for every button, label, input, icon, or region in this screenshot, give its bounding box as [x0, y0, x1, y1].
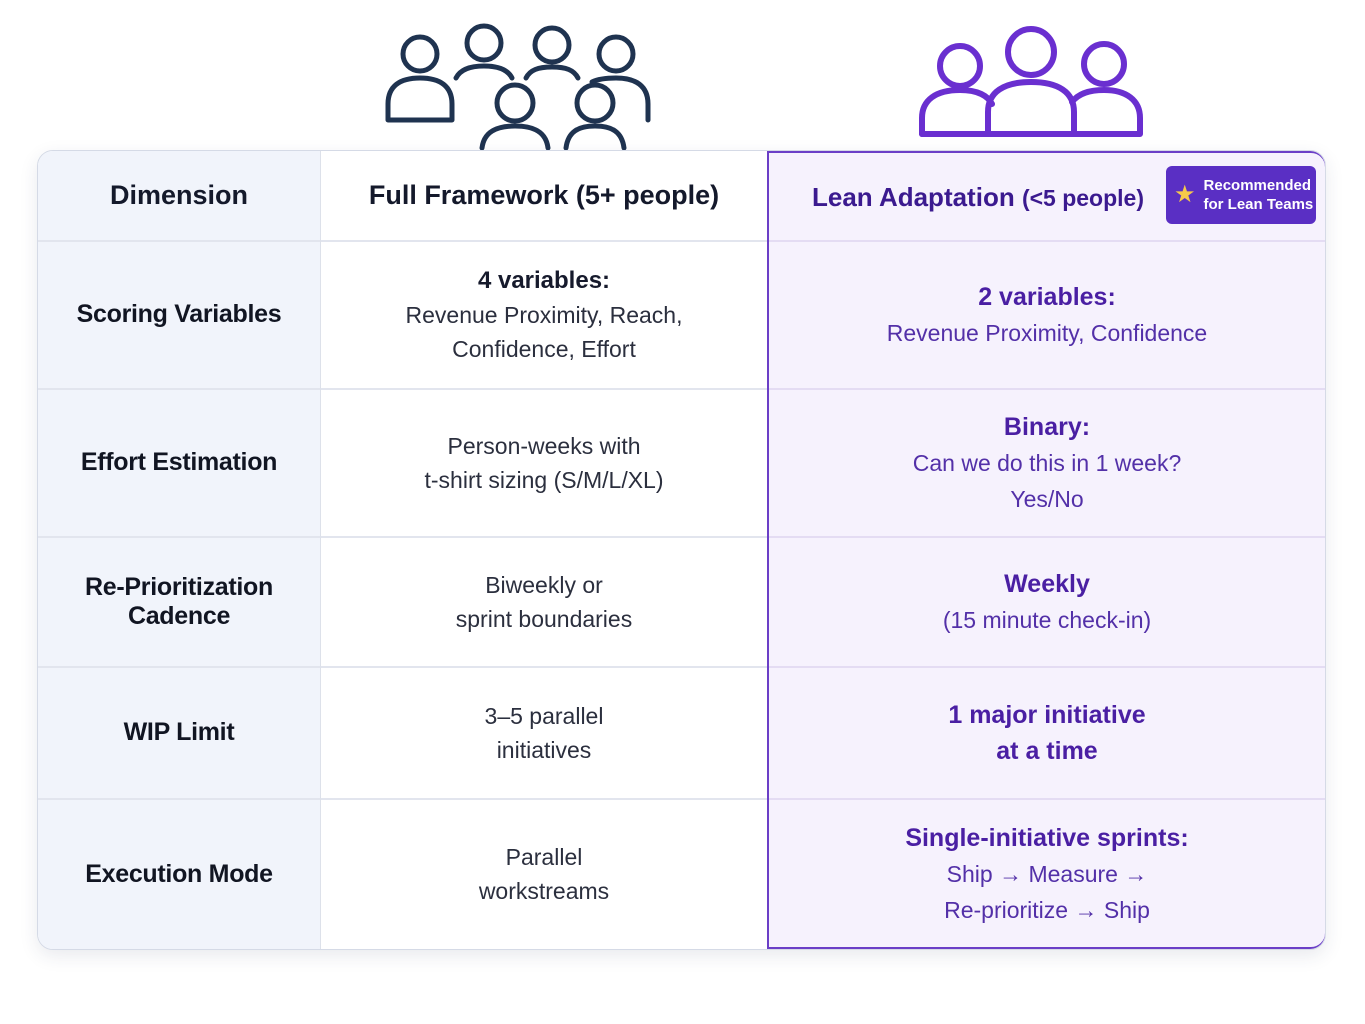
cell-line: Confidence, Effort: [452, 335, 636, 362]
cell-line: at a time: [996, 736, 1098, 765]
lean-adaptation-cell: Weekly (15 minute check-in): [769, 537, 1325, 666]
dimension-label: Re-Prioritization Cadence: [85, 572, 273, 630]
dimension-label: Execution Mode: [85, 859, 273, 888]
dimension-cell: Execution Mode: [38, 799, 320, 949]
cell-title: 2 variables:: [978, 282, 1116, 311]
dimension-header-label: Dimension: [109, 180, 249, 210]
dimension-cell: WIP Limit: [38, 667, 320, 798]
full-framework-cell: 3–5 parallel initiatives: [321, 667, 767, 798]
cell-line: Ship → Measure →: [946, 861, 1148, 887]
lean-adaptation-cell: Single-initiative sprints: Ship → Measur…: [769, 799, 1325, 949]
group-of-six-people-icon: [385, 23, 651, 150]
cell-line: t-shirt sizing (S/M/L/XL): [424, 466, 664, 493]
dimension-label: Scoring Variables: [76, 300, 282, 328]
comparison-table: Dimension Scoring Variables Effort Estim…: [37, 150, 1326, 950]
cell-line: Person-weeks with: [447, 432, 641, 459]
full-framework-cell: Parallel workstreams: [321, 799, 767, 949]
dimension-header: Dimension: [38, 151, 320, 240]
cell-line: Revenue Proximity, Reach,: [405, 301, 683, 328]
cell-line: Parallel: [505, 844, 583, 870]
cell-line: initiatives: [496, 736, 592, 763]
dimension-cell: Effort Estimation: [38, 389, 320, 536]
cell-line: Re-prioritize → Ship: [944, 897, 1150, 923]
lean-adaptation-header-label: Lean Adaptation (<5 people): [812, 182, 1144, 213]
badge-line: for Lean Teams: [1203, 196, 1314, 213]
lean-adaptation-column: Lean Adaptation (<5 people) ★ Recommende…: [767, 151, 1325, 949]
cell-line: Biweekly or: [485, 571, 603, 598]
full-framework-cell: Person-weeks with t-shirt sizing (S/M/L/…: [321, 389, 767, 536]
cell-line: sprint boundaries: [455, 605, 633, 632]
full-framework-cell: Biweekly or sprint boundaries: [321, 537, 767, 666]
cell-line: 3–5 parallel: [484, 702, 604, 729]
cell-line: workstreams: [478, 878, 610, 904]
cell-line: Yes/No: [1010, 485, 1084, 512]
full-framework-column: Full Framework (5+ people) 4 variables: …: [321, 151, 767, 949]
dimension-label: WIP Limit: [123, 718, 235, 746]
lean-adaptation-header: Lean Adaptation (<5 people) ★ Recommende…: [769, 153, 1325, 242]
cell-title: 1 major initiative: [948, 700, 1146, 729]
full-framework-cell: 4 variables: Revenue Proximity, Reach, C…: [321, 241, 767, 388]
dimension-cell: Re-Prioritization Cadence: [38, 537, 320, 666]
lean-header-main-text: Lean Adaptation: [812, 182, 1022, 212]
cell-title: Binary:: [1003, 412, 1091, 441]
dimension-column: Dimension Scoring Variables Effort Estim…: [38, 151, 321, 949]
cell-title: 4 variables:: [477, 266, 611, 294]
cell-title: Single-initiative sprints:: [905, 824, 1189, 852]
cell-line: (15 minute check-in): [942, 606, 1152, 633]
badge-line: Recommended: [1203, 177, 1312, 194]
lean-adaptation-cell: 2 variables: Revenue Proximity, Confiden…: [769, 241, 1325, 388]
team-icons: [0, 0, 1365, 150]
dimension-cell: Scoring Variables: [38, 241, 320, 388]
cell-title: Weekly: [1004, 569, 1090, 598]
full-framework-header: Full Framework (5+ people): [321, 151, 767, 240]
full-framework-header-label: Full Framework (5+ people): [368, 180, 720, 210]
star-icon: ★: [1174, 181, 1196, 208]
group-of-three-people-icon: [919, 26, 1143, 137]
dimension-label: Effort Estimation: [80, 448, 278, 476]
lean-header-sub-text: (<5 people): [1021, 185, 1144, 211]
cell-line: Revenue Proximity, Confidence: [886, 319, 1208, 346]
cell-line: Can we do this in 1 week?: [912, 449, 1182, 476]
lean-adaptation-cell: 1 major initiative at a time: [769, 667, 1325, 798]
recommended-badge: ★ Recommended for Lean Teams: [1166, 166, 1316, 224]
lean-adaptation-cell: Binary: Can we do this in 1 week? Yes/No: [769, 389, 1325, 536]
